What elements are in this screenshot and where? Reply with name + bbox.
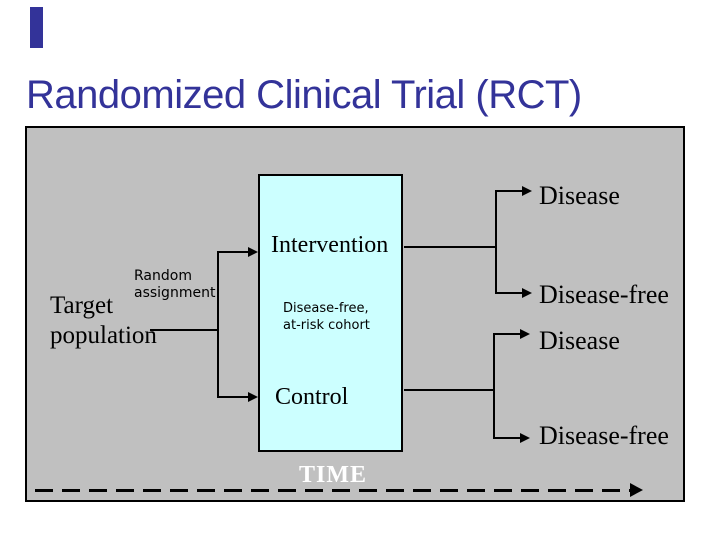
control-label: Control xyxy=(275,384,349,410)
time-axis-arrowhead-icon xyxy=(630,483,643,497)
control-disease-label: Disease xyxy=(539,326,620,355)
control-disease-free-label: Disease-free xyxy=(539,421,669,450)
intervention-disease-label: Disease xyxy=(539,181,620,210)
intervention-label: Intervention xyxy=(271,232,389,258)
target-population-label: Target population xyxy=(50,292,157,349)
cohort-box: Intervention Disease-free, at-risk cohor… xyxy=(258,174,403,452)
line-to-intervention-disease-free xyxy=(495,292,523,294)
cohort-description-label: Disease-free, at-risk cohort xyxy=(283,301,370,333)
random-assignment-label: Random assignment xyxy=(134,268,216,301)
slide-title: Randomized Clinical Trial (RCT) xyxy=(26,73,582,117)
arrowhead-control-disease-icon xyxy=(520,329,530,339)
intervention-disease-free-label: Disease-free xyxy=(539,280,669,309)
population-connector-line xyxy=(150,329,219,331)
diagram-panel: Target population Random assignment Inte… xyxy=(25,126,685,502)
time-label: TIME xyxy=(298,462,367,488)
arrowhead-to-intervention-icon xyxy=(248,247,258,257)
arrowhead-control-disease-free-icon xyxy=(520,433,530,443)
arrowhead-to-control-icon xyxy=(248,392,258,402)
line-to-intervention xyxy=(217,251,249,253)
slide-accent-bar xyxy=(30,7,43,48)
time-axis-dashed-line xyxy=(35,489,630,492)
line-to-control-disease xyxy=(493,333,521,335)
control-outcome-bracket xyxy=(493,333,495,437)
control-outcome-line xyxy=(404,389,493,391)
arrowhead-intervention-disease-icon xyxy=(522,186,532,196)
line-to-control xyxy=(217,396,249,398)
intervention-outcome-line xyxy=(404,246,497,248)
line-to-intervention-disease xyxy=(495,190,523,192)
arrowhead-intervention-disease-free-icon xyxy=(522,288,532,298)
random-split-vertical-line xyxy=(217,251,219,398)
line-to-control-disease-free xyxy=(493,437,521,439)
intervention-outcome-bracket xyxy=(495,190,497,294)
